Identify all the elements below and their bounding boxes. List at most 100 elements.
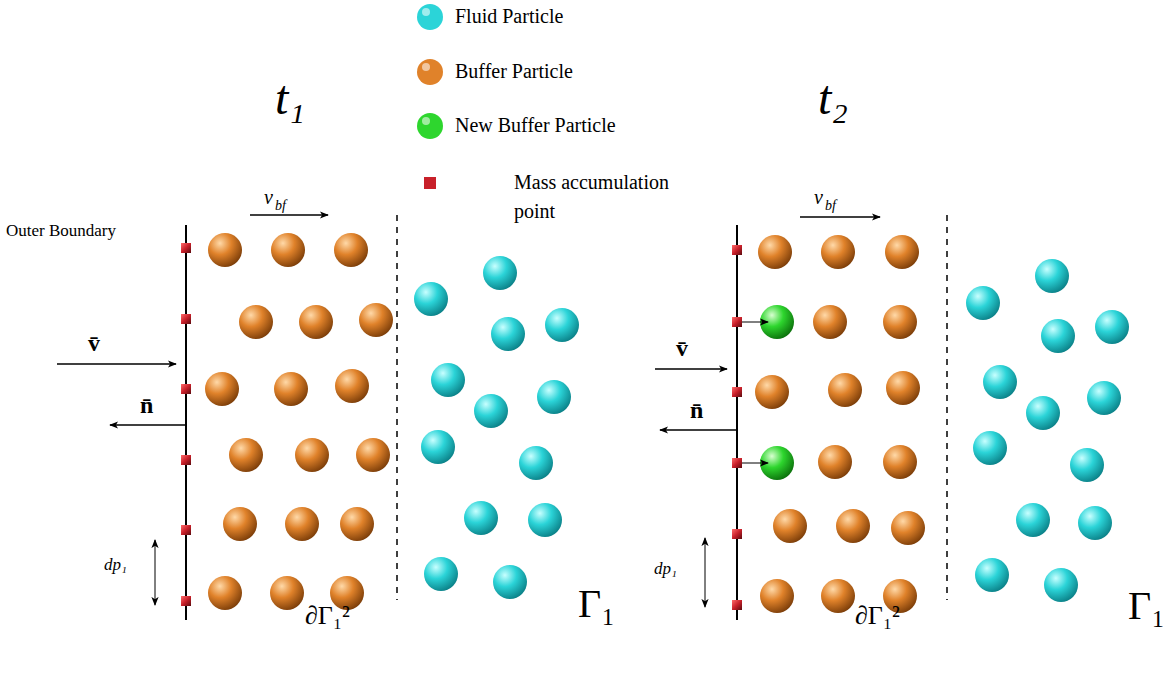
mass-accumulation-point [181,596,191,606]
swatch-highlight [422,63,430,71]
mass-accumulation-point [732,387,742,397]
fluid-particle [483,256,517,290]
buffer-particle [274,372,308,406]
outer-boundary-line [736,225,738,620]
buffer-particle [821,235,855,269]
buffer-particle [836,509,870,543]
velocity-subscript: bf [275,198,286,213]
legend-swatch [417,4,443,30]
velocity-arrow [57,363,176,365]
interface-label: ∂Γ₁² [305,602,350,631]
mass-accumulation-point [181,243,191,253]
buffer-particle [208,233,242,267]
legend-text: New Buffer Particle [455,114,616,136]
fluid-particle [424,557,458,591]
buffer-particle [295,438,329,472]
fluid-particle [537,380,571,414]
buffer-particle [886,371,920,405]
buffer-particle [239,305,273,339]
spacing-label: dp₁ [104,556,127,575]
fluid-particle [1016,503,1050,537]
time-label: t₂ [818,72,848,125]
fluid-particle [1044,568,1078,602]
fluid-particle [1078,506,1112,540]
insertion-arrow [741,322,768,323]
buffer-particle [340,507,374,541]
legend-swatch [417,59,443,85]
fluid-particle [1035,259,1069,293]
fluid-particle [421,430,455,464]
mass-accumulation-point [732,317,742,327]
buffer-particle [334,233,368,267]
interface-label: ∂Γ₁² [855,602,900,631]
insertion-arrow [741,463,768,464]
mass-accumulation-point [181,455,191,465]
normal-label: n̄ [140,392,153,418]
fluid-particle [973,431,1007,465]
legend-group [417,4,443,189]
fluid-particle [491,317,525,351]
buffer-particle [271,233,305,267]
buffer-particle [773,509,807,543]
velocity-label: v̄ [676,335,688,361]
buffer-particle [891,511,925,545]
velocity-symbol: v [264,186,273,208]
buffer-particle [885,235,919,269]
fluid-particle [983,365,1017,399]
legend-swatch [424,177,436,189]
buffer-particle [828,373,862,407]
normal-arrow [660,429,737,431]
normal-label: n̄ [690,397,703,423]
fluid-particle [414,282,448,316]
swatch-highlight [422,117,430,125]
mass-accumulation-point [181,314,191,324]
legend-text: Fluid Particle [455,5,563,27]
spacing-arrow [155,540,156,605]
buffer-velocity-arrow [250,214,328,216]
buffer-interface-line [396,215,398,600]
swatch-highlight [422,8,430,16]
velocity-subscript: bf [825,198,836,213]
fluid-particle [1087,381,1121,415]
buffer-particle [359,303,393,337]
fluid-particle [474,394,508,428]
velocity-arrow [655,368,727,370]
spacing-arrow [705,538,706,607]
velocity-symbol: v [814,186,823,208]
buffer-particle [229,438,263,472]
mass-accumulation-point [732,458,742,468]
fluid-particle [493,565,527,599]
particle-group [205,233,1129,613]
outer-boundary-line [185,225,187,620]
mass-accumulation-point [732,529,742,539]
buffer-particle [270,576,304,610]
buffer-particle [755,375,789,409]
buffer-particle [818,445,852,479]
buffer-particle [883,445,917,479]
buffer-particle [335,369,369,403]
buffer-particle [223,507,257,541]
buffer-particle [299,305,333,339]
mass-accumulation-point [732,600,742,610]
fluid-particle [1026,396,1060,430]
normal-arrow [110,424,186,426]
fluid-particle [1041,319,1075,353]
buffer-velocity-arrow [800,216,880,218]
fluid-particle [975,558,1009,592]
mass-accumulation-point [732,245,742,255]
fluid-particle [1070,448,1104,482]
fluid-particle [966,286,1000,320]
buffer-particle [883,305,917,339]
buffer-particle [208,576,242,610]
buffer-particle [821,579,855,613]
marker-group [181,243,742,610]
buffer-particle [205,372,239,406]
fluid-particle [464,501,498,535]
fluid-particle [528,503,562,537]
spacing-label: dp₁ [654,560,677,579]
buffer-particle [813,305,847,339]
fluid-particle [1095,310,1129,344]
velocity-label: v̄ [88,330,100,356]
mass-accumulation-point [181,525,191,535]
